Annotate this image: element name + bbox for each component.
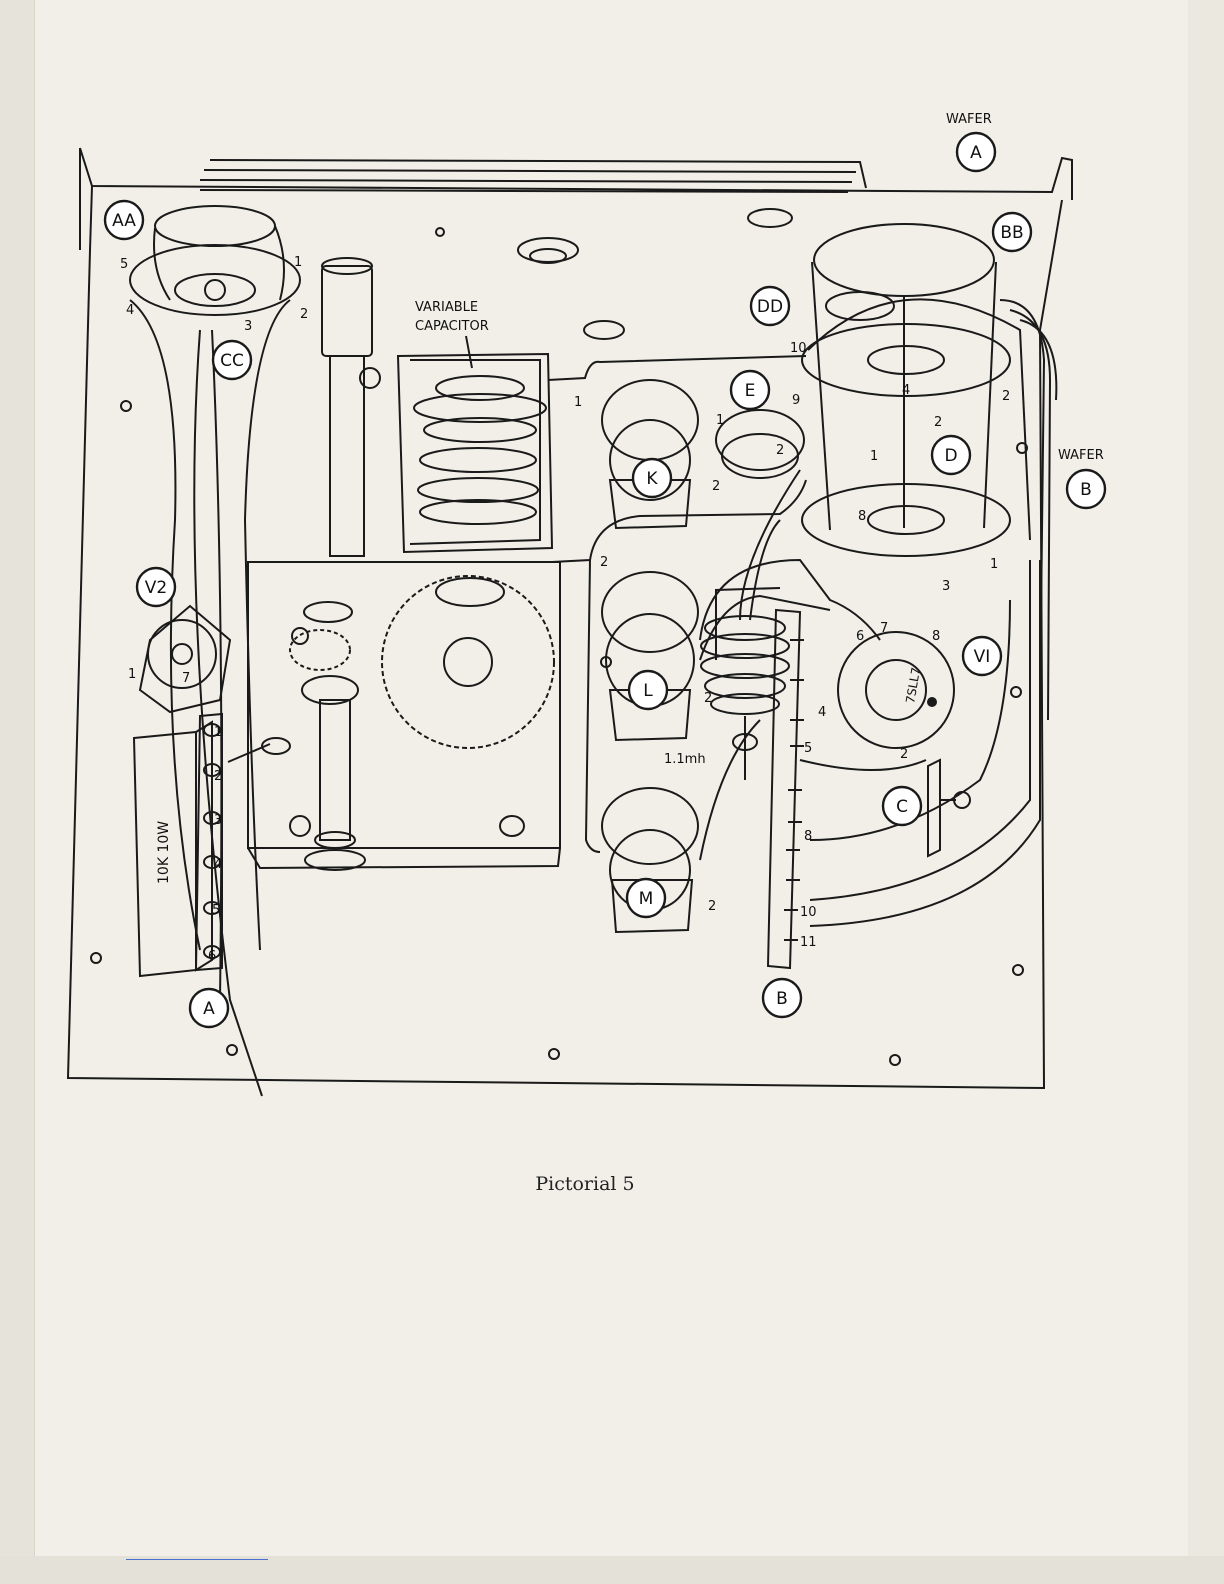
control-e-pin-2: 2: [776, 443, 784, 458]
label-variable-capacitor-2: CAPACITOR: [415, 319, 489, 334]
strip-left-pin-4: 4: [214, 857, 222, 872]
switch-pin-3: 3: [942, 579, 950, 594]
strip-left-pin-2: 2: [214, 769, 222, 784]
terminal-strip-left: [196, 714, 222, 970]
marker-v1-text: VI: [974, 647, 991, 667]
switch-pin-2b: 2: [934, 415, 942, 430]
terminal-strip-right: [768, 610, 804, 968]
socket-v1-pin-8: 8: [932, 629, 940, 644]
switch-pin-2a: 2: [1002, 389, 1010, 404]
switch-pin-9: 9: [792, 393, 800, 408]
strip-left-pin-1: 1: [214, 725, 222, 740]
dial-drive-assembly: [248, 258, 560, 870]
marker-v2-text: V2: [145, 578, 167, 598]
label-resistor: 10K 10W: [156, 821, 172, 884]
switch-pin-4: 4: [902, 383, 910, 398]
strip-right-pin-11: 11: [800, 935, 817, 950]
chassis-outline: [68, 148, 1072, 1088]
marker-c-text: C: [896, 797, 908, 817]
socket-v2-pin-1: 1: [128, 667, 136, 682]
control-k: [602, 380, 698, 528]
label-wafer-top: WAFER: [946, 112, 992, 127]
socket-v1-pin-2: 2: [900, 747, 908, 762]
socket-aa-pin-4: 4: [126, 303, 134, 318]
control-l: [602, 572, 698, 740]
switch-pin-10: 10: [790, 341, 807, 356]
control-k-pin-2: 2: [712, 479, 720, 494]
socket-aa-pin-3: 3: [244, 319, 252, 334]
tube-socket-v1: [838, 632, 954, 748]
marker-b-right-text: B: [1080, 480, 1092, 500]
strip-right-pin-8: 8: [804, 829, 812, 844]
figure-caption: Pictorial 5: [480, 1173, 690, 1195]
strip-left-pin-3: 3: [214, 813, 222, 828]
switch-pin-8: 8: [858, 509, 866, 524]
strip-right-pin-10: 10: [800, 905, 817, 920]
marker-cc-text: CC: [220, 351, 244, 371]
control-e: [716, 410, 804, 478]
label-tube: 7SLL7: [903, 666, 923, 704]
label-choke: 1.1mh: [664, 752, 706, 767]
strip-left-pin-6: 6: [208, 949, 216, 964]
capacitor-pin-1: 1: [574, 395, 582, 410]
marker-l-text: L: [643, 681, 653, 701]
control-e-pin-1: 1: [716, 413, 724, 428]
socket-v1-pin-6: 6: [856, 629, 864, 644]
strip-left-pin-5: 5: [212, 903, 220, 918]
socket-v2-pin-7: 7: [182, 671, 190, 686]
strip-right-pin-5: 5: [804, 741, 812, 756]
socket-v1-pin-4: 4: [818, 705, 826, 720]
marker-a-top-text: A: [970, 143, 982, 163]
marker-d-text: D: [944, 446, 957, 466]
socket-aa-pin-1: 1: [294, 255, 302, 270]
marker-dd-text: DD: [757, 297, 783, 317]
rotary-switch: [802, 224, 1056, 720]
label-variable-capacitor-1: VARIABLE: [415, 300, 478, 315]
switch-pin-1b: 1: [990, 557, 998, 572]
marker-aa-text: AA: [112, 211, 136, 231]
socket-aa-pin-2: 2: [300, 307, 308, 322]
marker-bb-text: BB: [1000, 223, 1023, 243]
marker-a-bottom-text: A: [203, 999, 215, 1019]
switch-pin-2c: 2: [600, 555, 608, 570]
switch-pin-1: 1: [870, 449, 878, 464]
bottom-link-underline: [126, 1559, 268, 1560]
control-m-pin-2: 2: [708, 899, 716, 914]
marker-k-text: K: [646, 469, 658, 489]
variable-capacitor: [398, 336, 552, 552]
marker-m-text: M: [639, 889, 654, 909]
tube-socket-v2: [140, 606, 230, 712]
marker-e-text: E: [745, 381, 756, 401]
socket-v1-pin-7: 7: [880, 621, 888, 636]
marker-b-bottom-text: B: [776, 989, 788, 1009]
bottom-strip: [0, 1556, 1224, 1584]
label-wafer-right: WAFER: [1058, 448, 1104, 463]
control-l-pin-2: 2: [704, 691, 712, 706]
socket-aa-pin-5: 5: [120, 257, 128, 272]
